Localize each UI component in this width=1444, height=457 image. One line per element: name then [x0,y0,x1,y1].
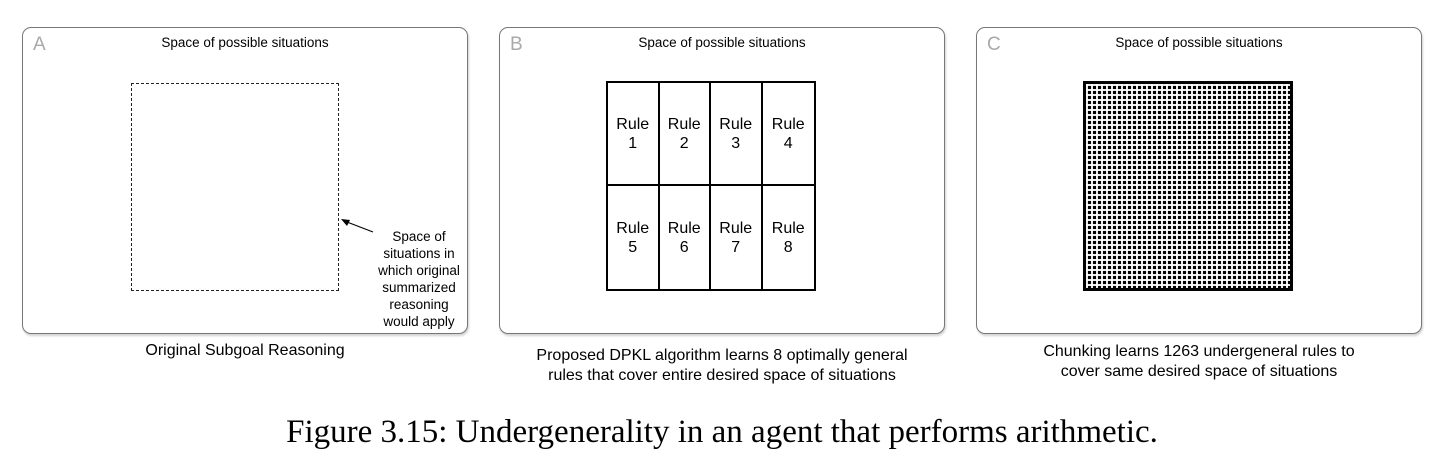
rule-word: Rule [771,219,805,237]
rule-word: Rule [616,219,650,237]
panel-a: A Space of possible situations Space of … [22,27,468,334]
caption-b: Proposed DPKL algorithm learns 8 optimal… [499,346,945,386]
rule-word: Rule [667,219,701,237]
rule-word: Rule [616,115,650,133]
panel-c: C Space of possible situations [976,27,1422,334]
figure-caption: Figure 3.15: Undergenerality in an agent… [286,414,1158,450]
rule-number: 7 [731,238,741,256]
rule-word: Rule [719,115,753,133]
original-situation-space-box [131,83,339,291]
rule-number: 4 [783,134,793,152]
panel-c-title: Space of possible situations [1115,35,1283,50]
rule-number: 2 [679,134,689,152]
panel-b-title: Space of possible situations [638,35,806,50]
callout-arrow [341,219,374,233]
caption-line: Chunking learns 1263 undergeneral rules … [1043,343,1355,360]
rule-word: Rule [667,115,701,133]
panel-letter-a: A [33,34,46,55]
callout-line: which original [378,263,460,278]
callout-line: situations in [383,246,455,261]
caption-a: Original Subgoal Reasoning [145,342,345,359]
situation-space-callout: Space of situations in which original su… [367,228,471,330]
chunk-rules-grid [1083,81,1293,291]
callout-line: reasoning [389,297,449,312]
caption-line: rules that cover entire desired space of… [548,367,896,384]
rule-word: Rule [719,219,753,237]
caption-line: Proposed DPKL algorithm learns 8 optimal… [536,347,908,364]
caption-line: cover same desired space of situations [1060,363,1338,380]
rule-number: 3 [731,134,741,152]
panel-a-title: Space of possible situations [161,35,329,50]
panel-letter-c: C [987,34,1001,55]
caption-c: Chunking learns 1263 undergeneral rules … [976,342,1422,382]
rule-word: Rule [771,115,805,133]
rule-number: 1 [628,134,638,152]
callout-line: would apply [383,314,455,329]
rule-number: 8 [783,238,793,256]
callout-line: Space of [392,229,446,244]
callout-line: summarized [382,280,456,295]
panel-letter-b: B [510,34,523,55]
rule-number: 6 [679,238,689,256]
rule-number: 5 [628,238,638,256]
